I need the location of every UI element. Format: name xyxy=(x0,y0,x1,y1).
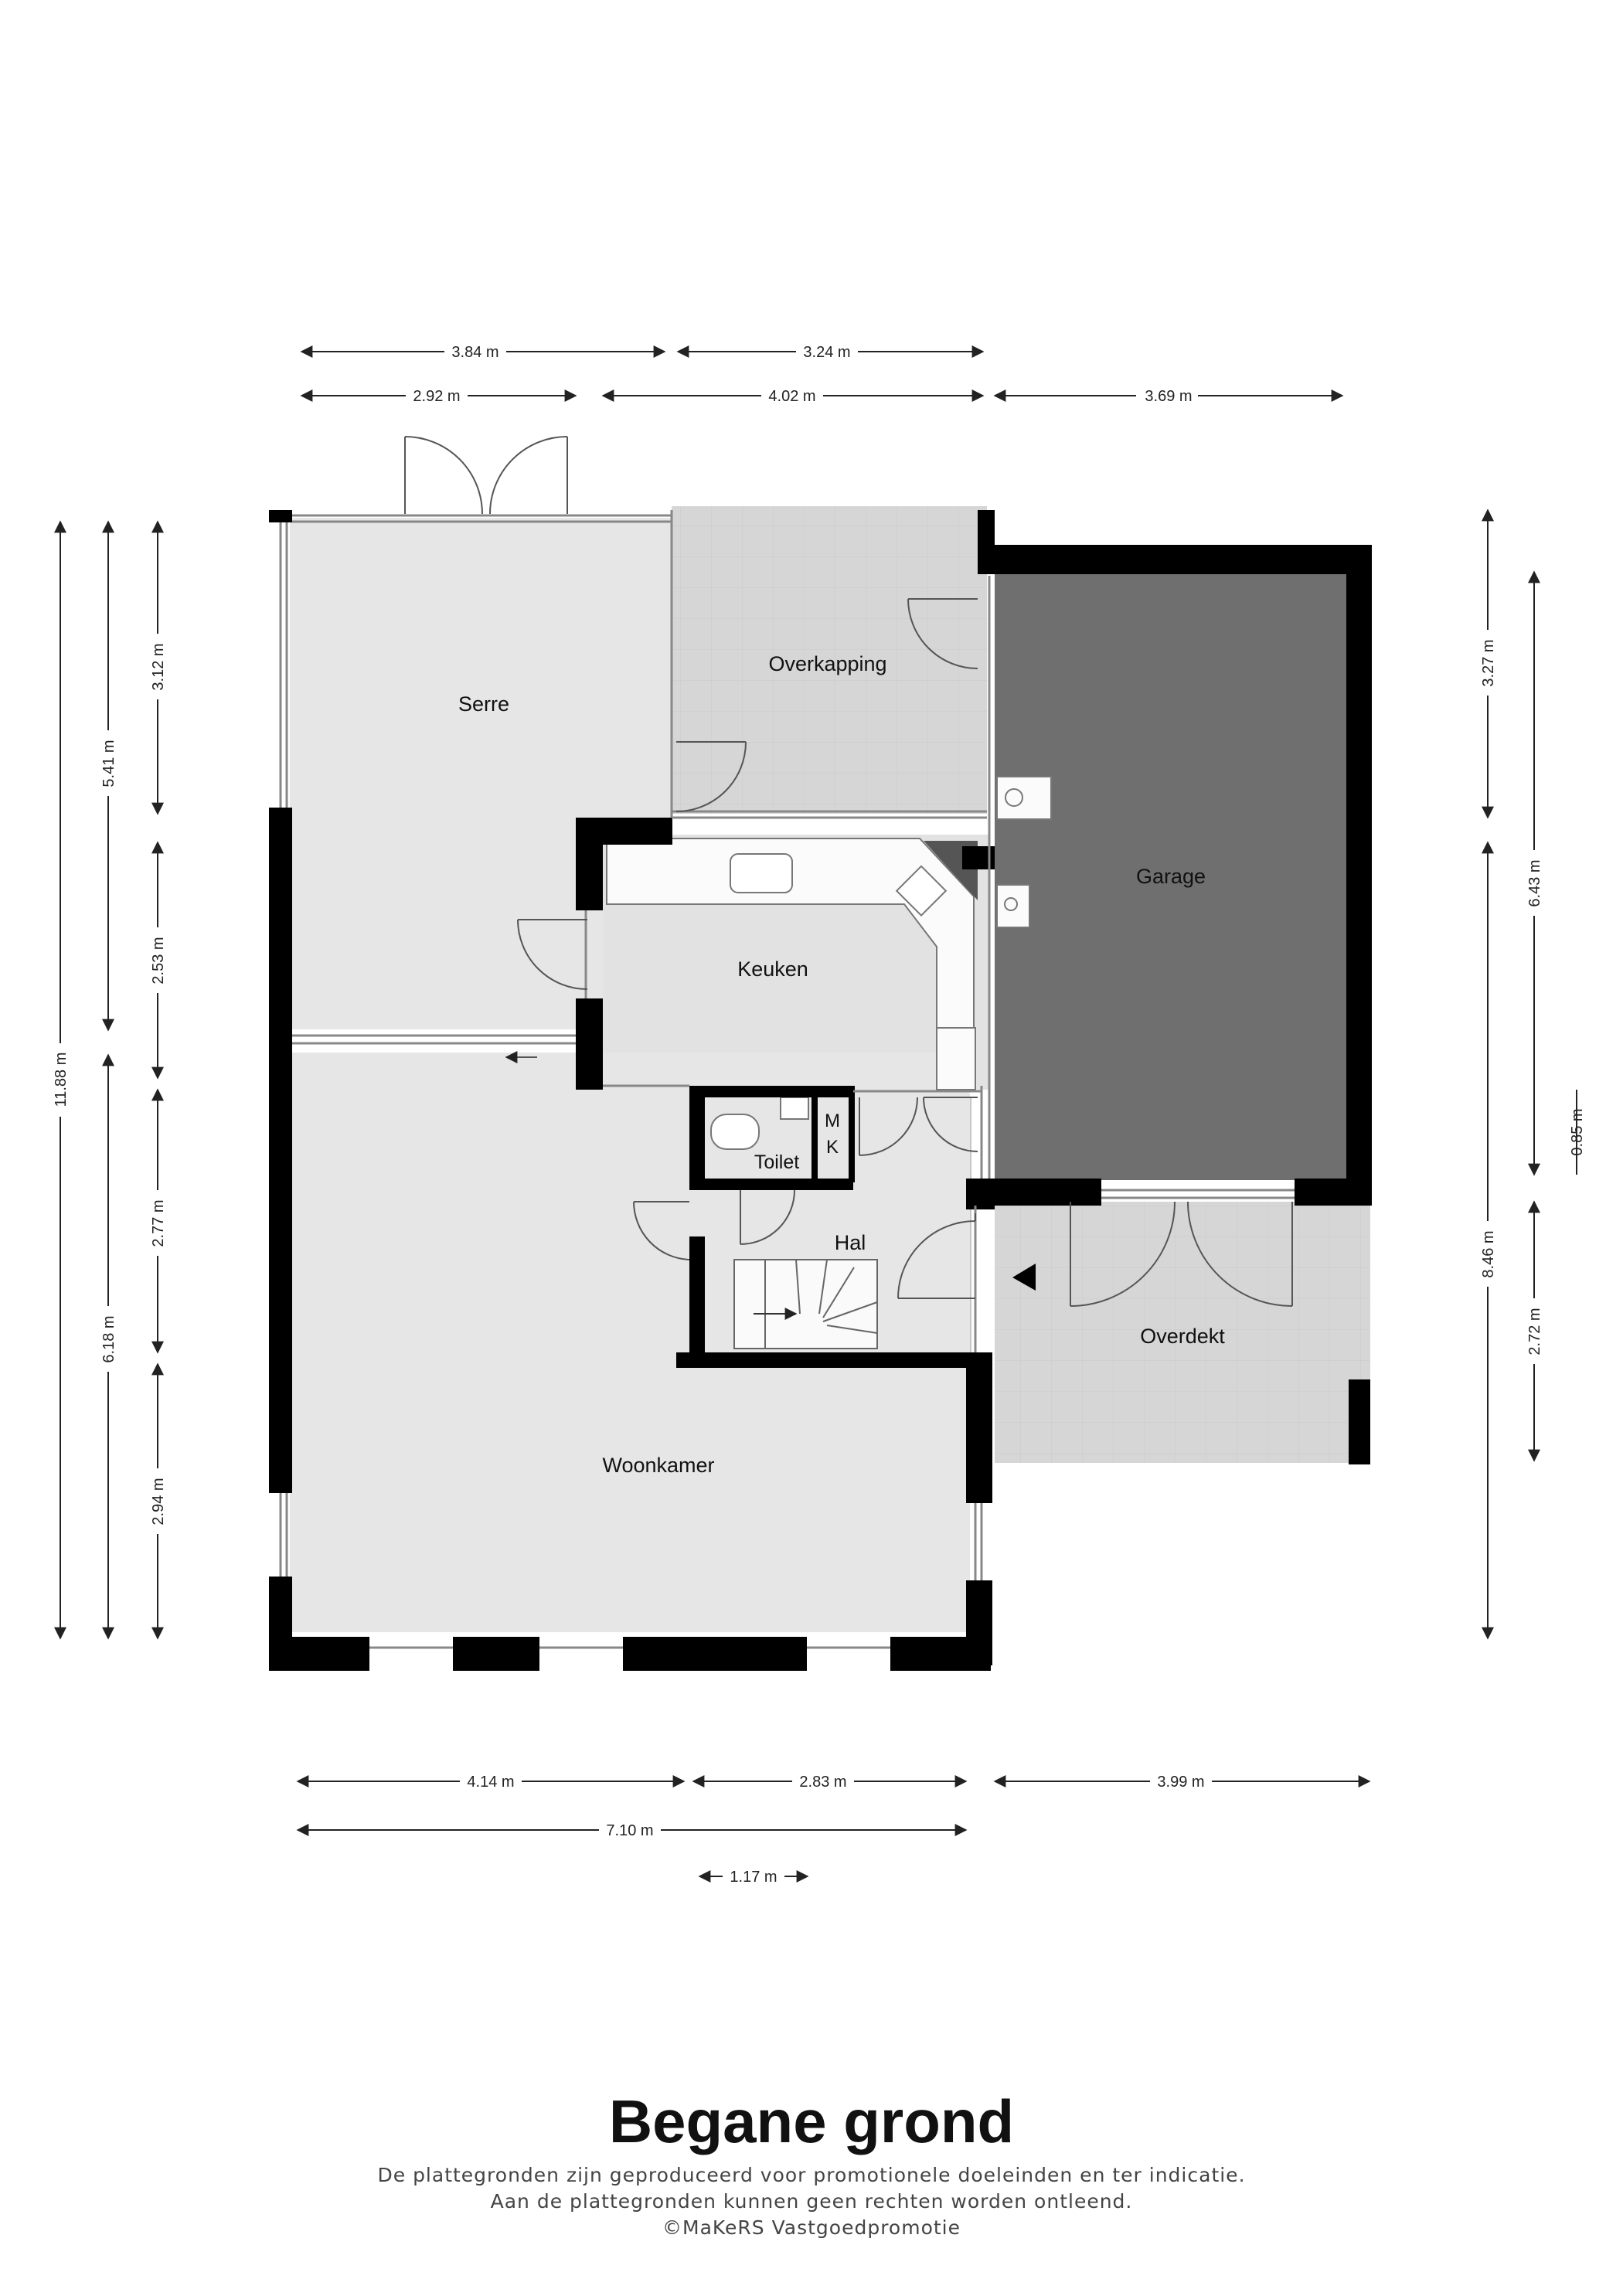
dim-right-inner-b: 0.85 m xyxy=(1569,1108,1586,1155)
room-label-keuken: Keuken xyxy=(737,958,808,981)
dim-right-inner-a: 6.43 m xyxy=(1526,859,1543,906)
dim-left-inner-d: 2.94 m xyxy=(150,1478,167,1525)
dim-left-outer: 11.88 m xyxy=(53,1053,70,1107)
dim-bottom3: 1.17 m xyxy=(730,1869,777,1886)
copyright-line: ©MaKeRS Vastgoedpromotie xyxy=(662,2216,961,2239)
dim-bottom1-b: 2.83 m xyxy=(799,1774,846,1791)
room-label-hal: Hal xyxy=(835,1231,866,1254)
garage-floor xyxy=(995,570,1349,1180)
dim-left-inner-a: 3.12 m xyxy=(150,643,167,690)
room-label-serre: Serre xyxy=(458,692,509,716)
dim-bottom1-a: 4.14 m xyxy=(467,1774,514,1791)
room-labels: Serre Overkapping Keuken Garage Toilet M… xyxy=(458,652,1225,1477)
disclaimer-line-2: Aan de plattegronden kunnen geen rechten… xyxy=(490,2190,1133,2213)
dim-left-mid-b: 6.18 m xyxy=(100,1315,117,1362)
toilet-sink-icon xyxy=(780,1097,809,1120)
room-label-garage: Garage xyxy=(1136,865,1206,888)
room-label-toilet: Toilet xyxy=(754,1151,799,1173)
appliances xyxy=(710,776,1052,1150)
dim-top2-a: 2.92 m xyxy=(413,388,460,405)
dim-bottom1-c: 3.99 m xyxy=(1157,1774,1204,1791)
walls xyxy=(269,510,1372,1671)
room-label-mk-k: K xyxy=(826,1137,839,1158)
room-label-overdekt: Overdekt xyxy=(1140,1325,1225,1348)
entrance-arrow-icon xyxy=(1012,1264,1036,1291)
dim-left-mid-a: 5.41 m xyxy=(100,740,117,787)
dimension-labels: 3.84 m 3.24 m 2.92 m 4.02 m 3.69 m 11.88… xyxy=(49,340,1586,1887)
room-label-mk-m: M xyxy=(825,1111,840,1131)
dim-left-inner-c: 2.77 m xyxy=(150,1199,167,1247)
dim-right-outer-a: 3.27 m xyxy=(1480,639,1497,686)
kitchen-counter xyxy=(606,838,976,1090)
dim-bottom2: 7.10 m xyxy=(606,1822,653,1839)
staircase xyxy=(733,1259,878,1349)
dim-left-inner-b: 2.53 m xyxy=(150,937,167,984)
floor-title: Begane grond xyxy=(608,2087,1015,2155)
doors xyxy=(404,436,1293,1307)
dim-top1-b: 3.24 m xyxy=(803,344,850,361)
overkapping-floor xyxy=(672,506,987,814)
overdekt-floor xyxy=(995,1202,1370,1463)
dim-top2-c: 3.69 m xyxy=(1145,388,1192,405)
disclaimer-line-1: De plattegronden zijn geproduceerd voor … xyxy=(377,2164,1246,2186)
room-label-woonkamer: Woonkamer xyxy=(602,1454,714,1477)
room-label-overkapping: Overkapping xyxy=(768,652,886,675)
dim-right-inner-c: 2.72 m xyxy=(1526,1308,1543,1355)
windows xyxy=(279,510,1295,1649)
boiler-icon xyxy=(996,884,1030,928)
dim-top2-b: 4.02 m xyxy=(768,388,815,405)
dim-top1-a: 3.84 m xyxy=(451,344,498,361)
dim-right-outer-b: 8.46 m xyxy=(1480,1230,1497,1277)
toilet-bowl-icon xyxy=(710,1114,760,1150)
